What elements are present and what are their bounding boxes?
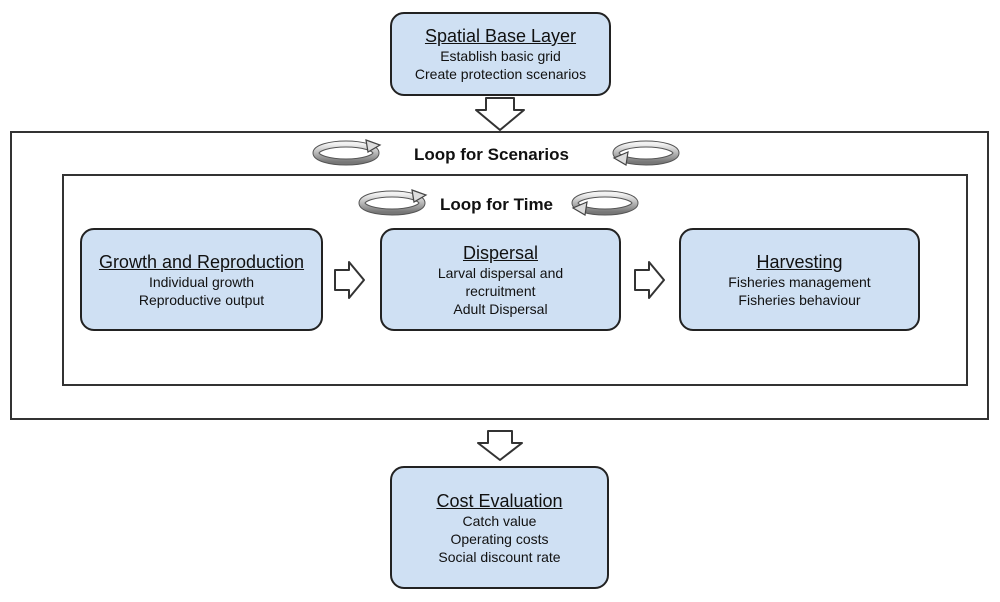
time-loop-frame bbox=[62, 174, 968, 386]
harvesting-node: Harvesting Fisheries management Fisherie… bbox=[679, 228, 920, 331]
cost-title: Cost Evaluation bbox=[436, 490, 563, 511]
dispersal-line-3: Adult Dispersal bbox=[453, 300, 548, 317]
dispersal-node: Dispersal Larval dispersal and recruitme… bbox=[380, 228, 621, 331]
right-arrow-icon bbox=[634, 261, 665, 299]
growth-title: Growth and Reproduction bbox=[98, 251, 305, 272]
loop-cycle-icon bbox=[312, 139, 382, 166]
dispersal-title: Dispersal bbox=[462, 242, 539, 263]
growth-line-1: Individual growth bbox=[148, 273, 255, 290]
scenarios-loop-frame bbox=[10, 131, 989, 420]
spatial-base-layer-title: Spatial Base Layer bbox=[424, 26, 577, 46]
down-arrow-icon bbox=[477, 430, 523, 461]
loop-time-label: Loop for Time bbox=[440, 195, 554, 214]
right-arrow-icon bbox=[334, 261, 365, 299]
cost-line-2: Operating costs bbox=[450, 530, 549, 547]
harvesting-title: Harvesting bbox=[756, 251, 843, 272]
spatial-line-2: Create protection scenarios bbox=[414, 66, 587, 82]
dispersal-line-1: Larval dispersal and bbox=[437, 264, 564, 281]
cost-line-3: Social discount rate bbox=[438, 548, 561, 565]
cost-line-1: Catch value bbox=[462, 512, 537, 529]
loop-scenarios-label: Loop for Scenarios bbox=[414, 145, 569, 164]
harvesting-line-2: Fisheries behaviour bbox=[738, 291, 861, 308]
loop-cycle-icon bbox=[358, 189, 428, 216]
spatial-base-layer-node: Spatial Base Layer Establish basic grid … bbox=[390, 12, 611, 96]
dispersal-line-2: recruitment bbox=[465, 282, 536, 299]
cost-evaluation-node: Cost Evaluation Catch value Operating co… bbox=[390, 466, 609, 589]
down-arrow-icon bbox=[475, 97, 525, 131]
loop-cycle-icon bbox=[571, 190, 639, 216]
harvesting-line-1: Fisheries management bbox=[728, 273, 871, 290]
growth-reproduction-node: Growth and Reproduction Individual growt… bbox=[80, 228, 323, 331]
growth-line-2: Reproductive output bbox=[138, 291, 265, 308]
spatial-line-1: Establish basic grid bbox=[440, 48, 561, 64]
loop-cycle-icon bbox=[612, 140, 680, 166]
